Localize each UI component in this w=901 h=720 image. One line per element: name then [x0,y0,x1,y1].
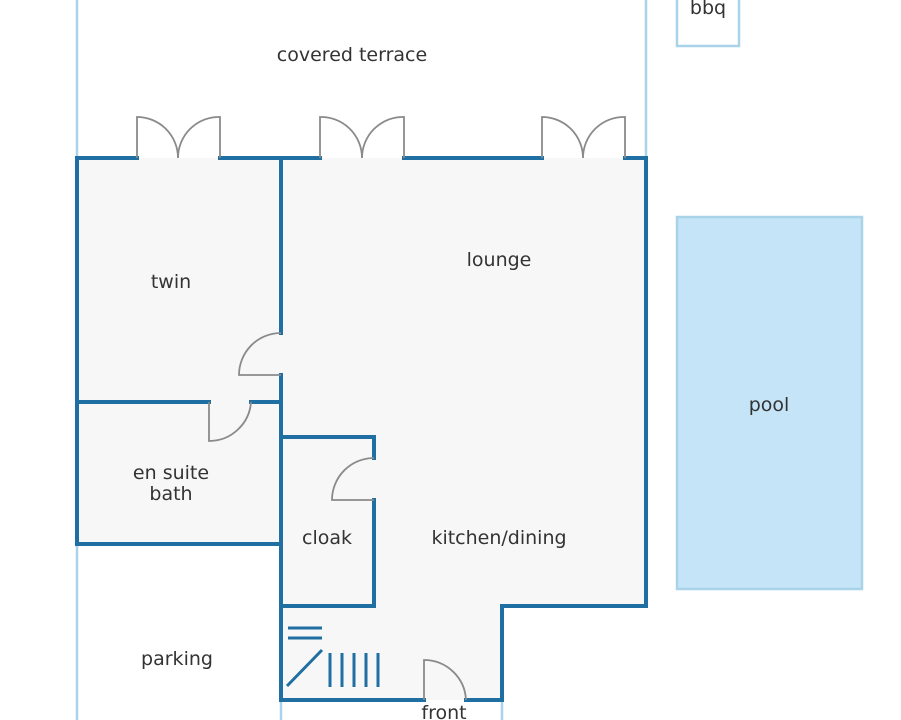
bbq-area [675,0,741,48]
pool-area [675,215,864,591]
interior-floor [77,158,646,700]
pool-label: pool [749,394,790,416]
bbq-label: bbq [690,0,726,19]
terrace-door-right [541,116,626,159]
front-label: front [421,702,466,720]
parking-label: parking [141,648,213,670]
terrace-door-left [136,116,221,159]
twin-door [238,332,282,376]
twin-label: twin [151,271,191,293]
en-suite-door [208,401,252,442]
terrace-door-center [319,116,405,159]
doors [136,116,626,701]
covered-terrace-label: covered terrace [277,44,427,66]
cloak-door [331,457,375,501]
kitchen-dining-label: kitchen/dining [431,527,566,549]
stairs-icon [285,626,380,688]
en-suite-label-line1: en suite [133,462,209,484]
cloak-label: cloak [302,527,352,549]
en-suite-label-line2: bath [149,483,192,505]
front-door [423,659,467,701]
walls [75,156,648,702]
lounge-label: lounge [467,249,532,271]
